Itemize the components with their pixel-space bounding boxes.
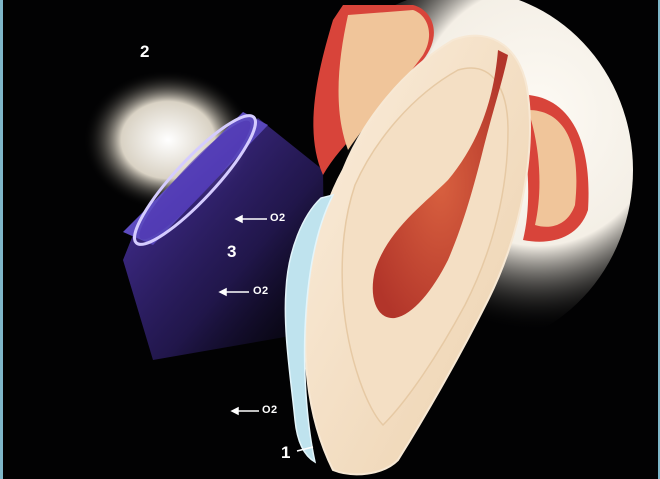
- oxygen-arrow-3: [232, 408, 259, 414]
- tooth-diagram: [3, 0, 660, 479]
- oxygen-label-3: O2: [262, 405, 278, 416]
- oxygen-label-2: O2: [253, 286, 269, 297]
- label-light-beam: 3: [227, 243, 236, 260]
- oxygen-label-1: O2: [270, 213, 286, 224]
- label-enamel-coating: 1: [281, 444, 290, 461]
- label-curing-light: 2: [140, 43, 149, 60]
